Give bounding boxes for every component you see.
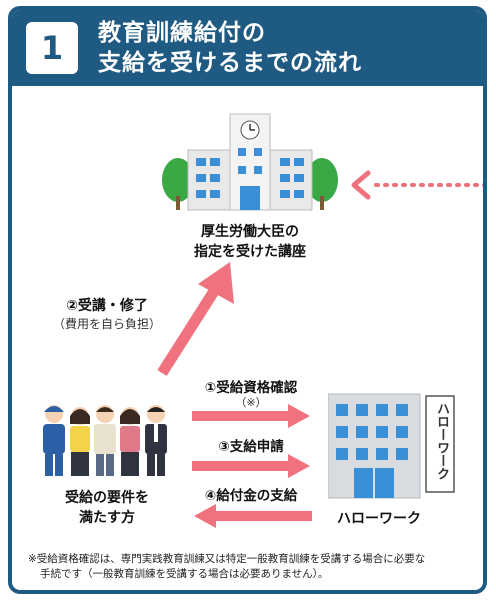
applicants-label-line-1: 受給の要件を	[65, 490, 149, 506]
course-label-line-2: 指定を受けた講座	[194, 244, 306, 260]
school-building-icon	[162, 113, 338, 211]
title-line-2: 支給を受けるまでの流れ	[98, 50, 362, 76]
step-4-label: ④給付金の支給	[204, 488, 298, 504]
step-1-note: （※）	[235, 396, 267, 409]
step-number-badge: 1	[26, 22, 78, 74]
office-building-icon	[328, 393, 455, 499]
attend-arrow-icon	[157, 262, 234, 376]
course-label: 厚生労働大臣の 指定を受けた講座	[180, 222, 320, 262]
applicants-label-line-2: 満たす方	[79, 510, 135, 526]
office-sign: ハローワーク	[434, 402, 449, 480]
header-bar: 1 教育訓練給付の 支給を受けるまでの流れ	[12, 10, 483, 86]
course-label-line-1: 厚生労働大臣の	[201, 224, 299, 240]
step-3-arrow-icon	[192, 454, 310, 478]
footnote-line-1: ※受給資格確認は、専門実践教育訓練又は特定一般教育訓練を受講する場合に必要な	[28, 553, 426, 565]
attend-label: ②受講・修了	[66, 298, 148, 314]
dotted-arrow-icon	[351, 170, 483, 200]
step-4-arrow-icon	[194, 504, 312, 528]
attend-cost-note: （費用を自ら負担）	[52, 317, 161, 331]
step-3-label: ③支給申請	[218, 439, 284, 455]
applicants-group-icon	[43, 405, 167, 476]
panel-title: 教育訓練給付の 支給を受けるまでの流れ	[98, 18, 362, 78]
footnote: ※受給資格確認は、専門実践教育訓練又は特定一般教育訓練を受講する場合に必要な 手…	[28, 552, 474, 582]
flow-panel: 1 教育訓練給付の 支給を受けるまでの流れ	[8, 6, 487, 594]
footnote-line-2: 手続です（一般教育訓練を受講する場合は必要ありません）。	[40, 568, 329, 580]
step-1-arrow-icon	[192, 404, 310, 428]
applicants-label: 受給の要件を 満たす方	[42, 488, 172, 528]
step-1-label: ①受給資格確認	[204, 380, 298, 396]
title-line-1: 教育訓練給付の	[98, 20, 266, 46]
office-label: ハローワーク	[337, 511, 421, 527]
